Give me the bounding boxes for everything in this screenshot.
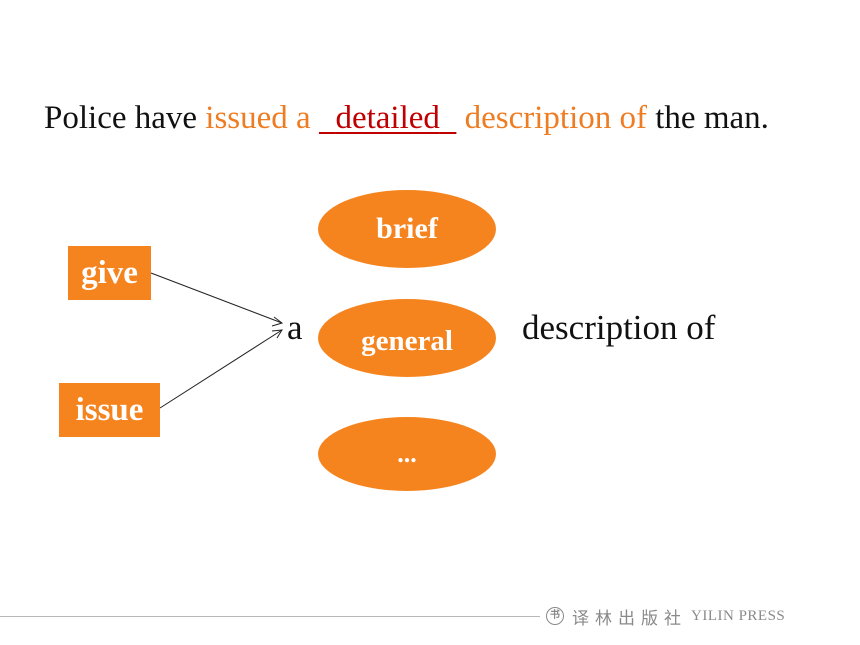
publisher-name-en: YILIN PRESS xyxy=(691,607,786,624)
sentence-start: Police have xyxy=(44,100,206,136)
publisher-footer: 书 译林出版社 YILIN PRESS xyxy=(546,604,786,629)
publisher-logo-icon: 书 xyxy=(546,607,564,625)
adjective-oval-brief: brief xyxy=(318,190,496,268)
publisher-name-cn: 译林出版社 xyxy=(572,608,687,629)
adjective-oval-general: general xyxy=(318,299,496,377)
phrase-description-of: description of xyxy=(522,308,716,347)
example-sentence: Police have issued a detailed descriptio… xyxy=(44,96,769,140)
arrow-issue-to-a xyxy=(159,329,283,409)
arrowhead-issue xyxy=(271,329,283,339)
article-a: a xyxy=(287,308,303,347)
arrowhead-give xyxy=(271,316,284,327)
sentence-end: the man. xyxy=(647,100,769,136)
arrow-give-to-a xyxy=(150,272,283,324)
verb-box-issue: issue xyxy=(59,383,160,437)
sentence-highlight-issued-a: issued a xyxy=(205,100,311,136)
fill-in-blank-answer: detailed xyxy=(335,100,440,136)
sentence-highlight-description-of: description of xyxy=(456,100,648,136)
adjective-oval-more: ... xyxy=(318,417,496,491)
footer-divider xyxy=(0,616,540,617)
verb-box-give: give xyxy=(68,246,151,300)
